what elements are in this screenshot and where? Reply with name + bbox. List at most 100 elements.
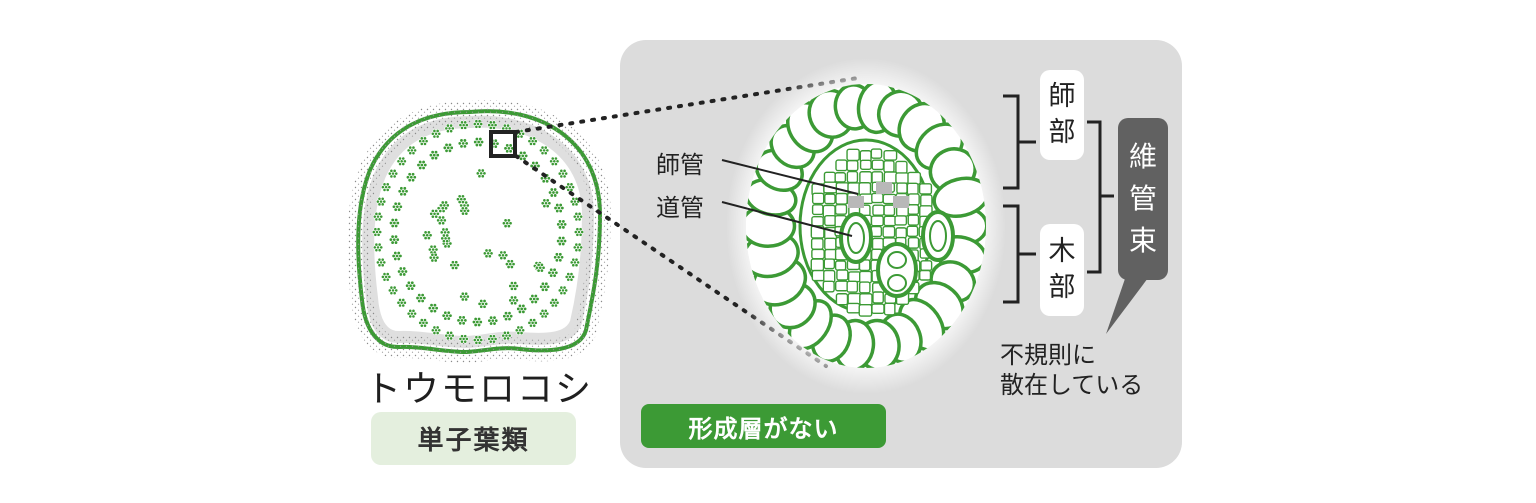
stem-bundle-dot: [556, 236, 567, 246]
small-cell: [835, 159, 848, 172]
stem-bundle-dot: [418, 318, 429, 328]
stem-bundle-dot: [427, 303, 439, 314]
stem-bundle-dot: [527, 136, 538, 146]
stem-epidermis-stipple: [347, 100, 612, 364]
stem-bundle-dot: [372, 242, 384, 253]
stem-bundle-dot: [444, 123, 455, 134]
small-cell: [811, 192, 825, 205]
parenchyma-cell: [932, 176, 986, 218]
stem-bundle-dot: [487, 315, 499, 326]
small-cell: [846, 160, 859, 172]
xylem-vessel-leader: [721, 201, 853, 237]
small-cell: [883, 171, 898, 184]
small-cell: [846, 280, 859, 293]
small-cell: [872, 204, 885, 216]
phloem-tube-leader: [721, 159, 859, 195]
bundle-callout-tail: [1106, 270, 1154, 334]
small-cell: [907, 214, 920, 226]
small-cell: [834, 280, 849, 292]
stem-bundle-dot: [503, 143, 515, 154]
stem-vascular-bundles: [371, 119, 585, 345]
small-cell: [883, 160, 895, 173]
stem-bundle-dot: [428, 150, 440, 161]
stem-bundle-dot: [547, 267, 559, 278]
stem-bundle-dot: [459, 291, 470, 302]
stem-bundle-dot: [388, 234, 400, 245]
small-cell: [870, 215, 884, 227]
stem-bundle-dot: [441, 310, 453, 321]
stem-bundle-dot: [534, 262, 546, 273]
stem-bundle-dot: [381, 182, 392, 192]
stem-bundle-dot: [436, 215, 447, 226]
stem-bundle-dot: [416, 160, 428, 170]
stem-bundle-dot: [405, 280, 416, 291]
scatter-note-line: 不規則に: [1000, 341, 1096, 369]
stem-bundle-dot: [501, 218, 513, 229]
stem-bundle-dot: [427, 244, 439, 255]
vascular-bundle-label: 維 管 束: [1118, 118, 1168, 280]
small-cell: [871, 192, 884, 204]
stem-bundle-dot: [472, 335, 484, 345]
stem-bundle-dot: [508, 281, 519, 291]
stem-bundle-dot: [549, 156, 560, 166]
small-cell: [896, 182, 908, 194]
stem-bundle-dot: [387, 168, 399, 179]
small-cell: [810, 258, 825, 272]
stem-bundle-dot: [456, 194, 467, 204]
small-cell: [835, 293, 849, 306]
small-cell: [835, 192, 848, 205]
small-cell: [858, 281, 871, 294]
small-cell: [920, 194, 933, 208]
small-cell: [823, 269, 836, 283]
small-cell: [859, 159, 872, 170]
phloem-bracket: [1003, 94, 1036, 190]
small-cell: [882, 225, 896, 238]
stem-bundle-dot: [528, 294, 540, 304]
xylem-vessel-label: 道管: [656, 194, 704, 222]
xylem-label-char: 木: [1048, 236, 1076, 267]
stem-cross-section: [347, 100, 612, 364]
stem-bundle-dot: [418, 136, 429, 146]
stem-bundle-dot: [442, 142, 454, 153]
small-cell: [811, 269, 826, 282]
small-cell: [918, 183, 933, 195]
stem-bundle-dot: [514, 325, 526, 335]
small-cell: [872, 291, 884, 304]
stem-bundle-dot: [457, 138, 469, 149]
small-cell: [824, 237, 837, 251]
bundle-bracket: [1087, 120, 1114, 274]
small-cell: [907, 171, 922, 185]
small-cell: [906, 225, 919, 237]
small-cell: [895, 172, 910, 184]
stem-bundle-dot: [397, 266, 408, 277]
small-cell: [906, 182, 919, 196]
stem-bundle-dot: [389, 218, 400, 228]
stem-bundle-dot: [569, 257, 581, 268]
stem-bundle-dot: [421, 230, 433, 241]
stem-bundle-dot: [475, 168, 487, 179]
small-cell: [859, 171, 873, 185]
stem-bundle-dot: [456, 315, 468, 326]
small-cell: [859, 293, 873, 306]
stem-bundle-dot: [553, 203, 565, 213]
small-cell: [919, 269, 932, 281]
stem-bundle-dot: [439, 200, 450, 211]
stem-bundle-dot: [539, 281, 551, 292]
small-cell: [883, 215, 897, 227]
magnify-selection-box: [489, 130, 517, 158]
stem-bundle-dot: [516, 303, 528, 314]
small-cell: [810, 237, 824, 250]
stem-bundle-dot: [517, 150, 529, 161]
stem-bundle-dot: [458, 334, 469, 344]
stem-bundle-dot: [375, 196, 387, 207]
stem-bundle-dot: [391, 251, 403, 261]
small-cell: [824, 214, 837, 227]
small-cell: [846, 302, 861, 314]
stem-bundle-dot: [375, 257, 387, 268]
small-cell: [834, 172, 847, 183]
monocot-label: 単子葉類: [371, 412, 576, 465]
stem-bundle-dot: [396, 298, 407, 308]
plant-name: トウモロコシ: [365, 369, 594, 410]
stem-bundle-dot: [406, 308, 417, 319]
small-cell: [811, 248, 825, 260]
